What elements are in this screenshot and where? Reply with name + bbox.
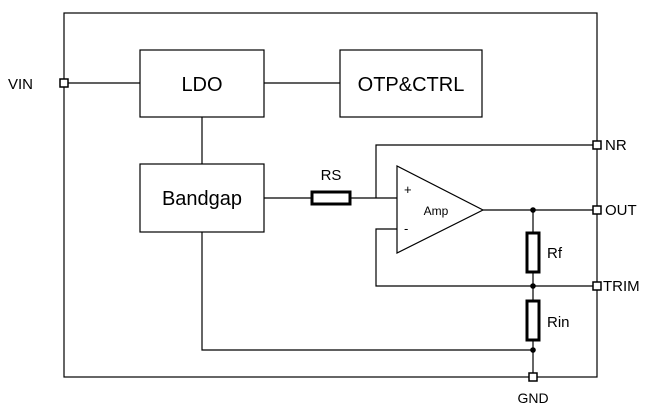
nr-pin	[592, 140, 602, 150]
wire-trim	[375, 228, 597, 287]
gnd-pin-label: GND	[517, 390, 548, 406]
rin-resistor	[525, 299, 541, 342]
gnd-pin	[528, 372, 538, 382]
bandgap-label: Bandgap	[162, 188, 242, 210]
trim-pin	[592, 281, 602, 291]
junction-out	[530, 207, 536, 213]
trim-pin-label: TRIM	[603, 278, 640, 295]
wire-nr	[375, 144, 597, 198]
rs-resistor	[310, 190, 352, 206]
rin-label: Rin	[547, 314, 570, 331]
ldo-label: LDO	[181, 74, 222, 96]
otp-ctrl-label: OTP&CTRL	[358, 74, 465, 96]
vin-pin	[59, 78, 69, 88]
rf-resistor	[525, 231, 541, 274]
out-pin	[592, 205, 602, 215]
wires	[64, 82, 597, 377]
vin-pin-label: VIN	[8, 76, 33, 93]
chip-outline	[63, 12, 598, 378]
rs-label: RS	[321, 167, 342, 184]
amp-label: Amp	[424, 204, 449, 218]
nr-pin-label: NR	[605, 137, 627, 154]
wire-bandgap-gnd	[201, 232, 533, 351]
ldo-block	[139, 49, 265, 118]
amp-triangle	[396, 165, 485, 254]
junction-trim	[530, 283, 536, 289]
junction-gnd	[530, 347, 536, 353]
out-pin-label: OUT	[605, 202, 637, 219]
bandgap-block	[139, 163, 265, 233]
amp-plus-label: +	[404, 182, 412, 197]
amp-minus-label: -	[404, 221, 408, 236]
otp-ctrl-block	[339, 49, 483, 118]
rf-label: Rf	[547, 245, 563, 262]
